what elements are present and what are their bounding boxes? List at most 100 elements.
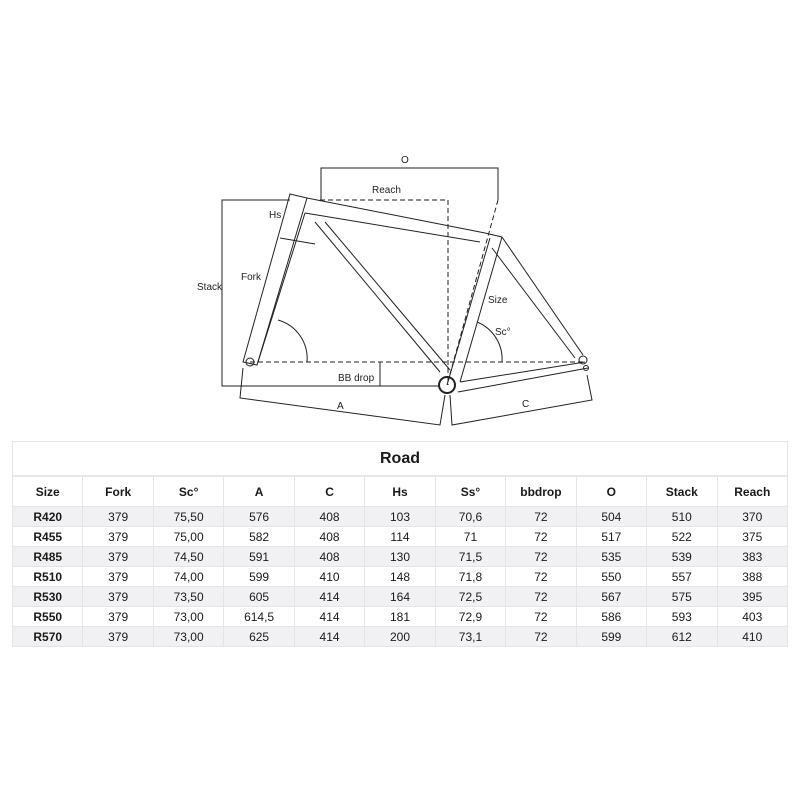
geometry-table-container: Road Size Fork Sc° A C Hs Ss° bbdrop O S… xyxy=(11,441,789,647)
value-cell: 379 xyxy=(82,606,154,627)
value-cell: 567 xyxy=(575,586,648,607)
value-cell: 72 xyxy=(505,526,577,547)
value-cell: 72 xyxy=(505,506,577,527)
value-cell: 103 xyxy=(364,506,436,527)
value-cell: 114 xyxy=(364,526,436,547)
value-cell: 599 xyxy=(575,626,648,647)
label-a: A xyxy=(337,401,344,412)
value-cell: 510 xyxy=(646,506,718,527)
value-cell: 575 xyxy=(646,586,718,607)
value-cell: 414 xyxy=(293,586,366,607)
column-header: Size xyxy=(11,475,84,507)
value-cell: 73,00 xyxy=(152,606,225,627)
value-cell: 73,50 xyxy=(152,586,225,607)
value-cell: 410 xyxy=(716,626,789,647)
value-cell: 557 xyxy=(646,566,718,587)
label-bb-drop: BB drop xyxy=(338,373,375,384)
value-cell: 408 xyxy=(293,506,366,527)
value-cell: 72,5 xyxy=(434,586,507,607)
table-title: Road xyxy=(12,441,788,477)
value-cell: 408 xyxy=(293,546,366,567)
size-cell: R420 xyxy=(11,506,84,527)
value-cell: 614,5 xyxy=(223,606,295,627)
value-cell: 593 xyxy=(646,606,718,627)
value-cell: 403 xyxy=(716,606,789,627)
value-cell: 72 xyxy=(505,546,577,567)
size-cell: R570 xyxy=(11,626,84,647)
value-cell: 379 xyxy=(82,546,154,567)
column-header: Fork xyxy=(82,475,154,507)
value-cell: 71,5 xyxy=(434,546,507,567)
column-header: Hs xyxy=(364,475,436,507)
size-cell: R485 xyxy=(11,546,84,567)
size-cell: R455 xyxy=(11,526,84,547)
column-header: A xyxy=(223,475,295,507)
label-reach: Reach xyxy=(372,185,401,196)
value-cell: 375 xyxy=(716,526,789,547)
value-cell: 379 xyxy=(82,626,154,647)
label-fork: Fork xyxy=(241,272,261,283)
value-cell: 379 xyxy=(82,586,154,607)
value-cell: 70,6 xyxy=(434,506,507,527)
column-header: Reach xyxy=(716,475,789,507)
value-cell: 410 xyxy=(293,566,366,587)
geometry-table: Road Size Fork Sc° A C Hs Ss° bbdrop O S… xyxy=(11,441,789,647)
value-cell: 408 xyxy=(293,526,366,547)
value-cell: 148 xyxy=(364,566,436,587)
value-cell: 72 xyxy=(505,566,577,587)
value-cell: 370 xyxy=(716,506,789,527)
value-cell: 414 xyxy=(293,606,366,627)
value-cell: 388 xyxy=(716,566,789,587)
label-o: O xyxy=(401,155,409,166)
value-cell: 414 xyxy=(293,626,366,647)
value-cell: 379 xyxy=(82,566,154,587)
value-cell: 605 xyxy=(223,586,295,607)
table-header-row: Size Fork Sc° A C Hs Ss° bbdrop O Stack … xyxy=(11,475,789,507)
column-header: bbdrop xyxy=(505,475,577,507)
value-cell: 181 xyxy=(364,606,436,627)
column-header: Stack xyxy=(646,475,718,507)
value-cell: 72 xyxy=(505,626,577,647)
size-cell: R510 xyxy=(11,566,84,587)
value-cell: 612 xyxy=(646,626,718,647)
value-cell: 200 xyxy=(364,626,436,647)
column-header: C xyxy=(293,475,366,507)
value-cell: 582 xyxy=(223,526,295,547)
value-cell: 379 xyxy=(82,506,154,527)
value-cell: 73,00 xyxy=(152,626,225,647)
label-hs: Hs xyxy=(269,210,282,221)
value-cell: 539 xyxy=(646,546,718,567)
column-header: Sc° xyxy=(152,475,225,507)
bike-frame-drawing xyxy=(221,167,593,426)
value-cell: 383 xyxy=(716,546,789,567)
size-cell: R530 xyxy=(11,586,84,607)
value-cell: 164 xyxy=(364,586,436,607)
value-cell: 74,50 xyxy=(152,546,225,567)
value-cell: 71 xyxy=(434,526,507,547)
column-header: Ss° xyxy=(434,475,507,507)
value-cell: 550 xyxy=(575,566,648,587)
value-cell: 75,00 xyxy=(152,526,225,547)
size-cell: R550 xyxy=(11,606,84,627)
value-cell: 71,8 xyxy=(434,566,507,587)
value-cell: 379 xyxy=(82,526,154,547)
value-cell: 72,9 xyxy=(434,606,507,627)
value-cell: 576 xyxy=(223,506,295,527)
frame-geometry-diagram: O Reach Hs Fork Stack Size Sc° BB drop A… xyxy=(197,155,593,426)
value-cell: 72 xyxy=(505,586,577,607)
label-stack: Stack xyxy=(197,282,223,293)
label-sc-angle: Sc° xyxy=(495,327,511,338)
value-cell: 535 xyxy=(575,546,648,567)
column-header: O xyxy=(575,475,648,507)
label-c: C xyxy=(522,399,530,410)
value-cell: 504 xyxy=(575,506,648,527)
value-cell: 517 xyxy=(575,526,648,547)
value-cell: 522 xyxy=(646,526,718,547)
value-cell: 72 xyxy=(505,606,577,627)
